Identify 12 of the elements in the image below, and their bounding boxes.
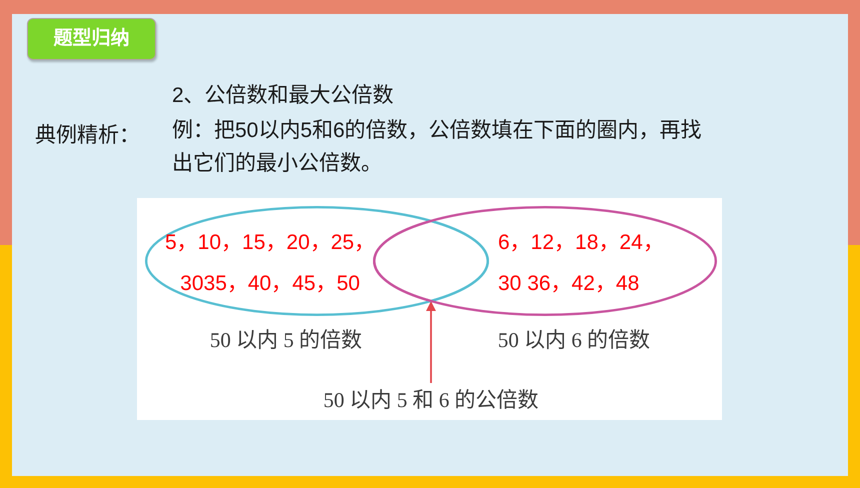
title-badge: 题型归纳 xyxy=(27,18,156,60)
arrow xyxy=(426,301,436,383)
number-list: 5，10，15，20，25， 3035，40，45，50 xyxy=(165,222,376,304)
venn-ellipse xyxy=(373,206,717,316)
set-caption: 50 以内 5 的倍数 xyxy=(210,327,362,353)
section-label: 典例精析： xyxy=(35,123,140,148)
venn-ellipse xyxy=(145,206,489,316)
section-heading: 2、公倍数和最大公倍数 xyxy=(172,83,394,108)
question-text: 例：把50以内5和6的倍数，公倍数填在下面的圈内，再找出它们的最小公倍数。 xyxy=(172,118,703,177)
callout-text: 50 以内 5 和 6 的公倍数 xyxy=(323,383,539,413)
number-list: 6，12，18，24， 30 36，42，48 xyxy=(498,222,664,304)
set-caption: 50 以内 6 的倍数 xyxy=(498,327,650,353)
